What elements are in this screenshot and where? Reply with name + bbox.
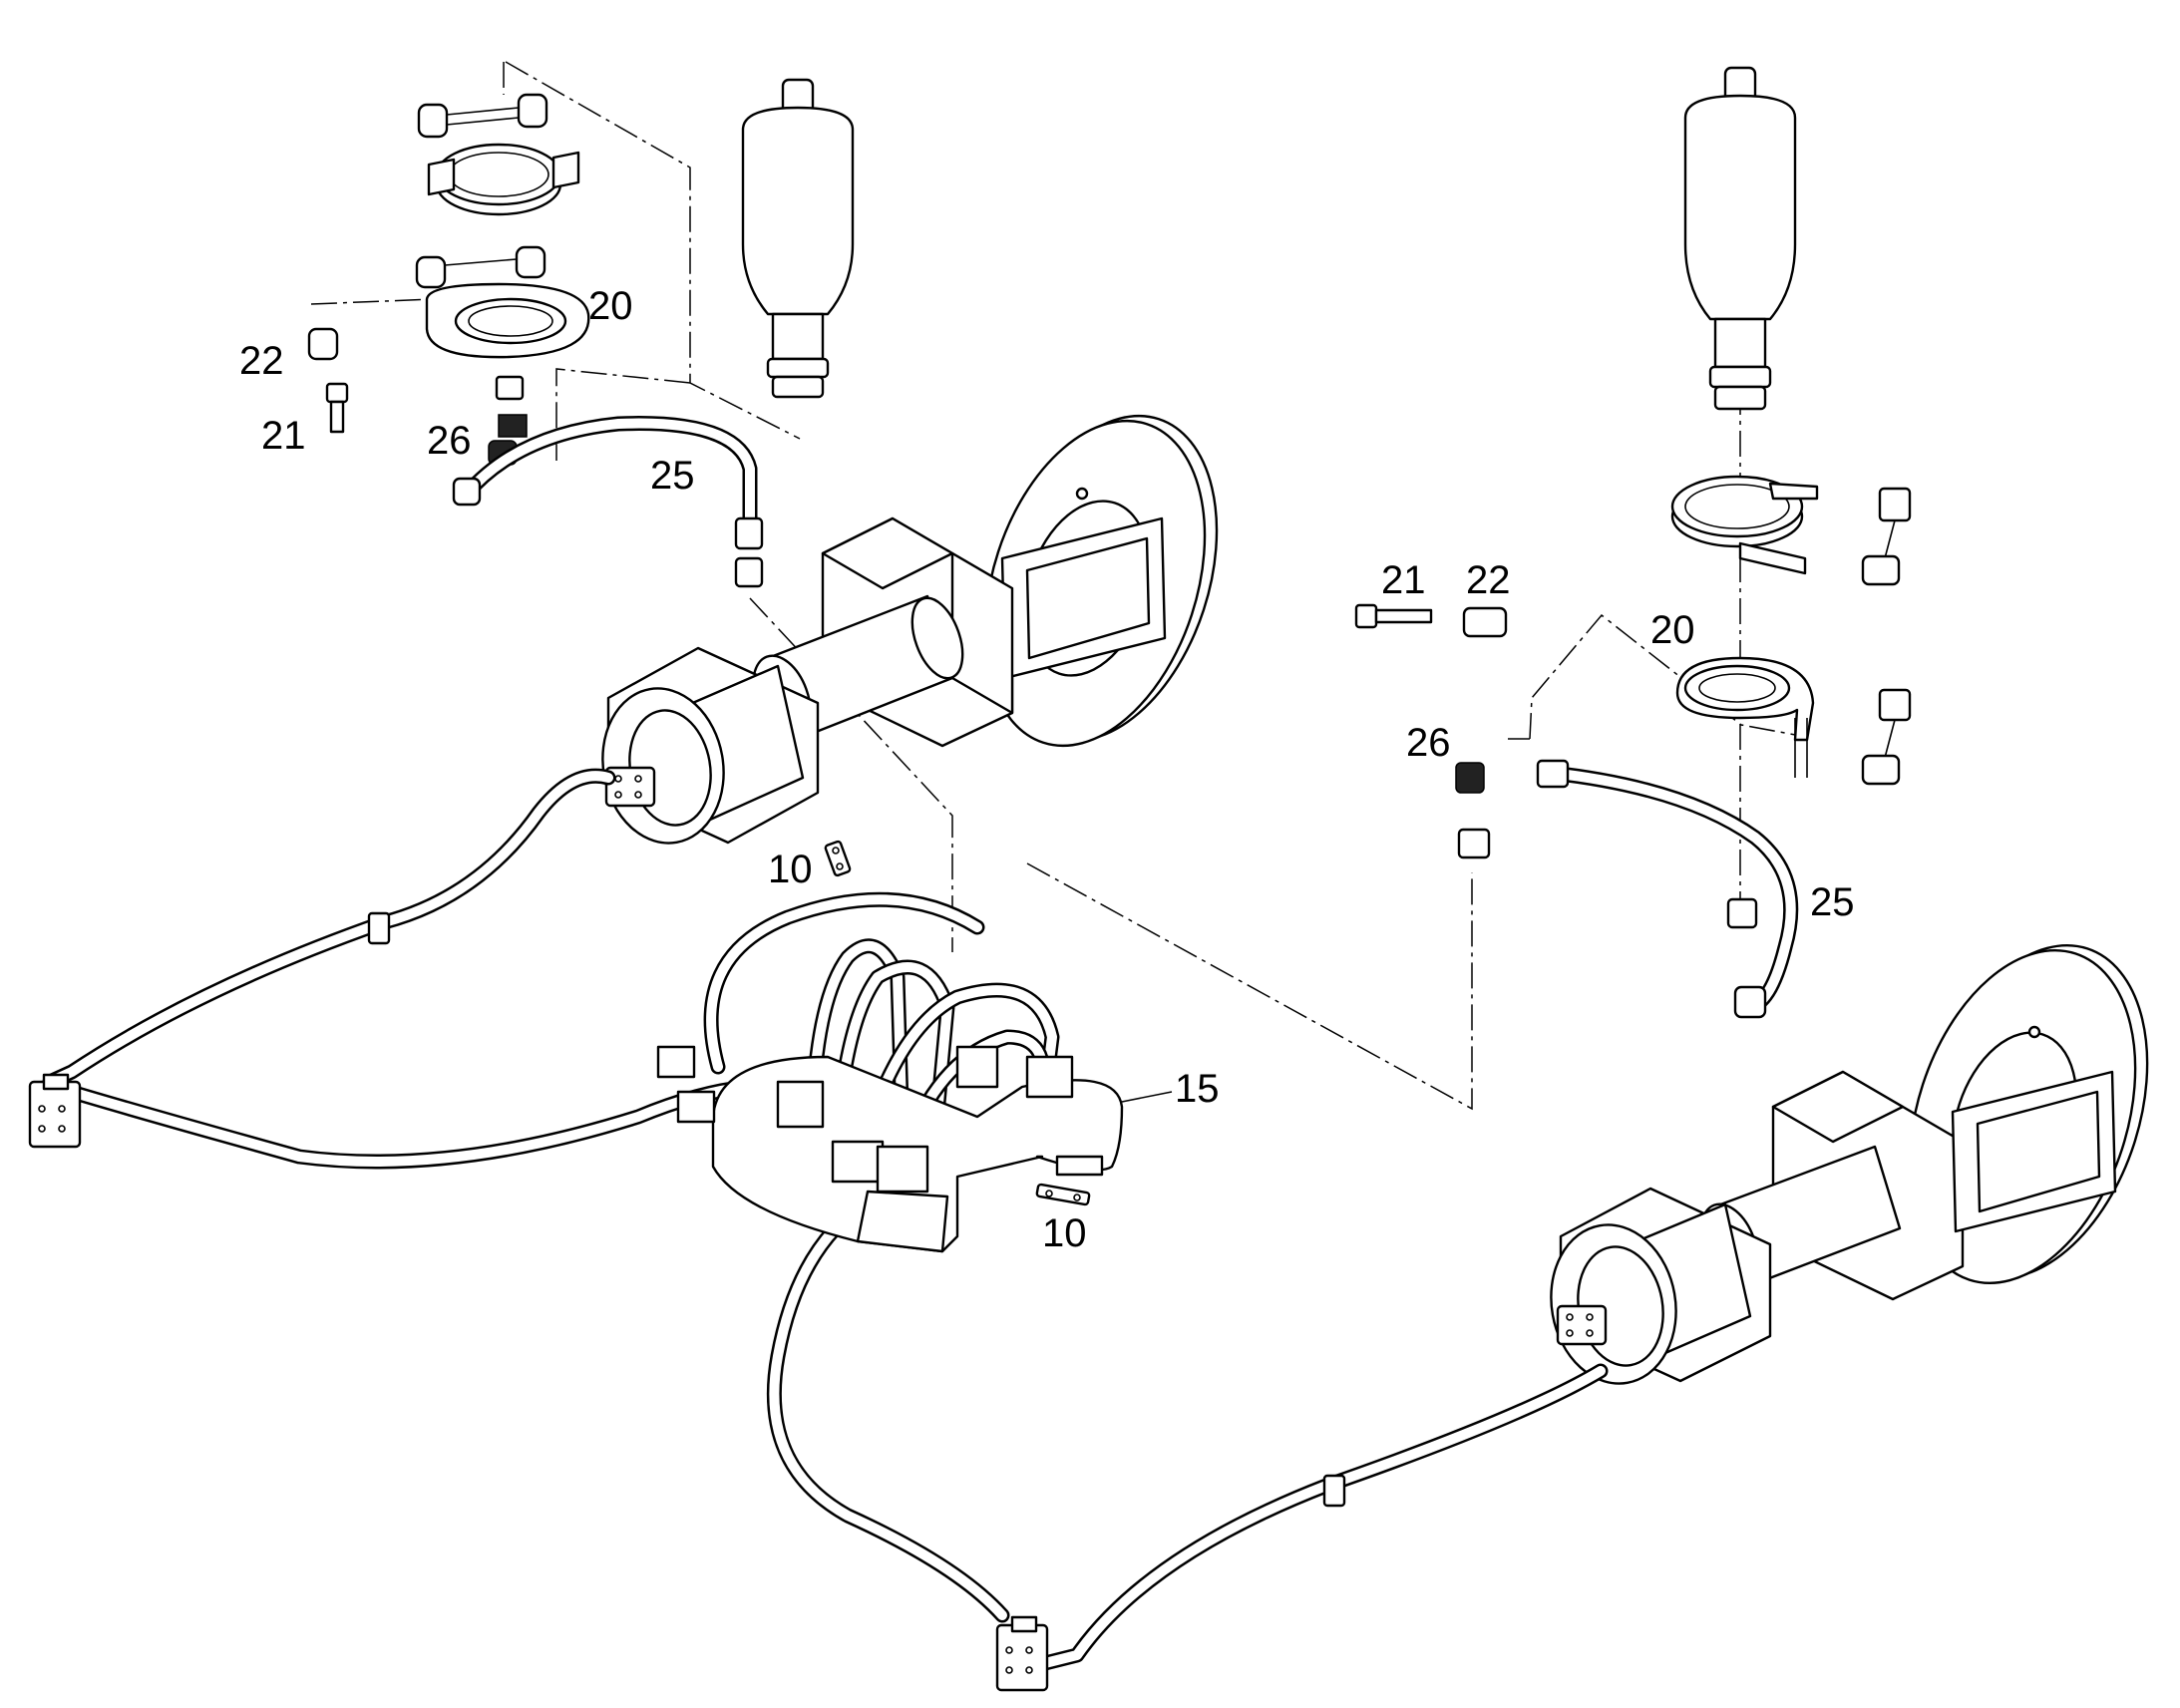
- callout-right-20: 20: [1650, 608, 1695, 652]
- callout-left-22: 22: [239, 339, 284, 383]
- hose-clamps: [367, 911, 1346, 1508]
- left-idler-yoke: [821, 516, 1167, 748]
- callout-right-25: 25: [1810, 880, 1855, 924]
- shim-10-top: [824, 840, 852, 877]
- right-fitting-26: [1455, 762, 1491, 859]
- right-spacer-22: [1462, 606, 1508, 638]
- shim-10-bottom: [1035, 1183, 1091, 1206]
- left-travel-motor: [601, 646, 820, 845]
- left-bracket: [415, 245, 590, 359]
- right-accumulator: [1683, 66, 1797, 411]
- leader-15: [1121, 1091, 1173, 1103]
- callout-left-21: 21: [261, 414, 306, 458]
- left-upper-clamp: [417, 93, 580, 216]
- right-travel-motor: [1550, 1187, 1772, 1385]
- callout-right-26: 26: [1406, 721, 1451, 765]
- callout-right-21: 21: [1381, 558, 1426, 602]
- callout-left-20: 20: [588, 284, 633, 328]
- hose-fittings: [452, 477, 1767, 1019]
- callout-valve-15: 15: [1175, 1067, 1220, 1111]
- left-swivel-block: [28, 1073, 82, 1149]
- callout-left-25: 25: [650, 454, 695, 498]
- bottom-swivel-block: [995, 1615, 1049, 1692]
- callout-left-26: 26: [427, 419, 472, 463]
- left-spacer-22: [307, 327, 339, 361]
- callout-bottom-10: 10: [1042, 1211, 1087, 1255]
- callout-right-22: 22: [1466, 558, 1511, 602]
- right-upper-clamp: [1670, 475, 1912, 586]
- callout-top-10: 10: [768, 848, 813, 891]
- left-accumulator: [741, 78, 855, 399]
- left-bolt-21: [325, 382, 349, 434]
- valve-block-15: [656, 1045, 1124, 1253]
- right-bracket: [1675, 656, 1912, 786]
- right-bolt-21: [1354, 603, 1433, 629]
